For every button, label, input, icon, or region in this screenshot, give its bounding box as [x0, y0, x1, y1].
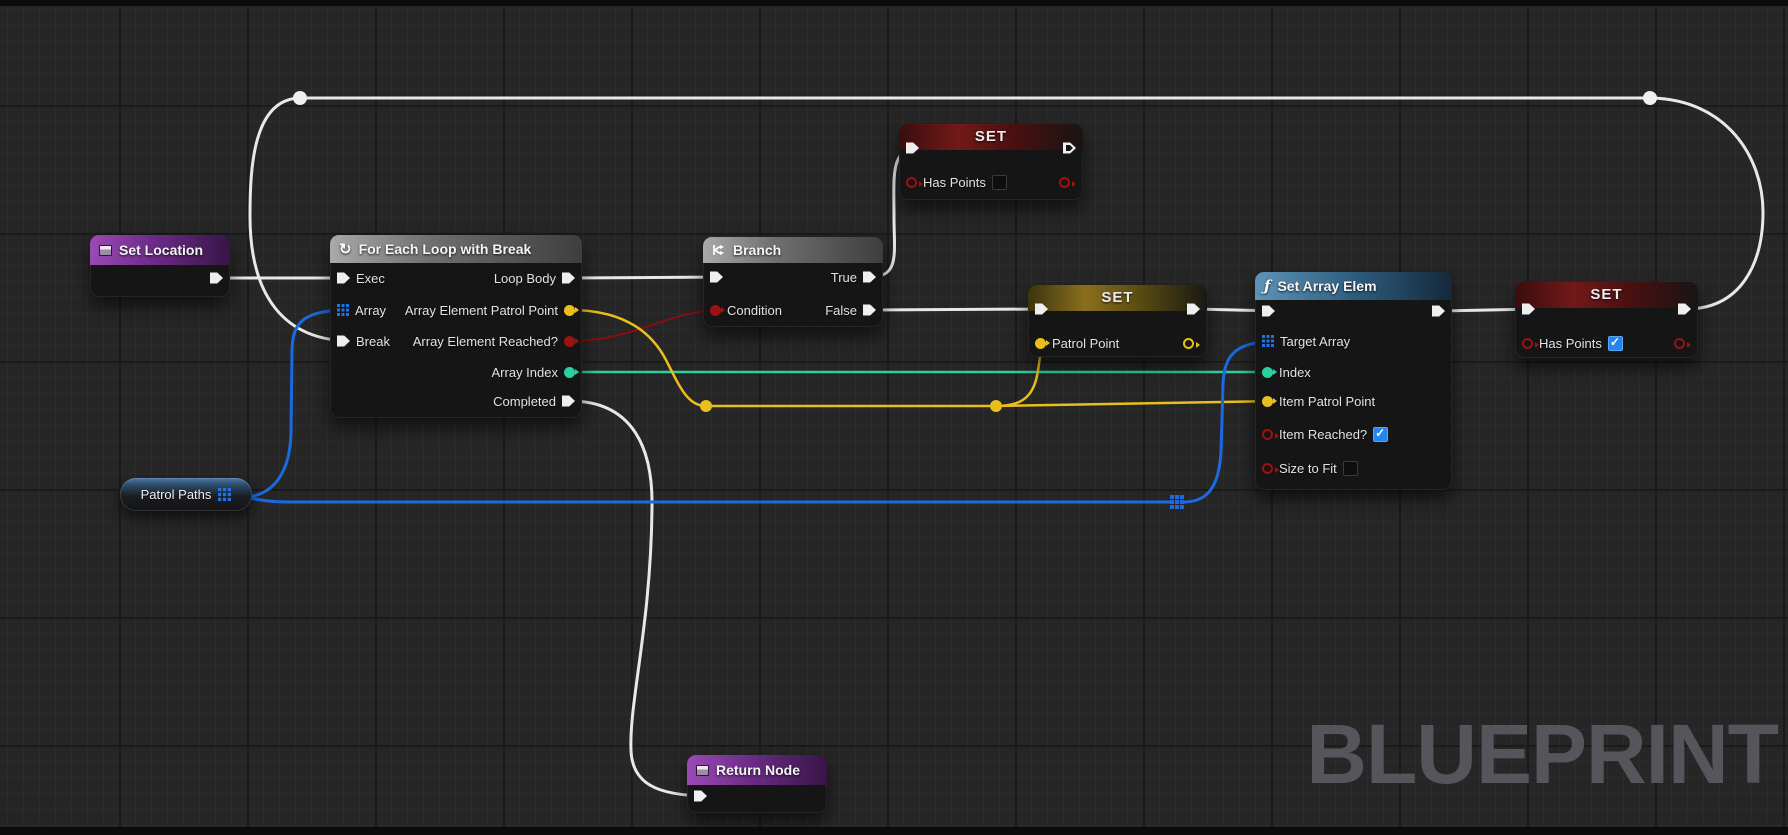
- has-points-pin[interactable]: [1522, 337, 1539, 349]
- node-return[interactable]: Return Node: [687, 755, 827, 813]
- pin-label: True: [830, 269, 857, 285]
- pin-label: Array Element Patrol Point: [404, 302, 558, 318]
- index-pin[interactable]: [1262, 366, 1277, 378]
- exec-out-pin[interactable]: [1678, 303, 1691, 315]
- exec-out-pin[interactable]: [1063, 142, 1076, 154]
- node-title: Set Array Elem: [1277, 278, 1377, 294]
- array-index-out-pin[interactable]: [564, 366, 579, 378]
- pin-label: Patrol Point: [1052, 335, 1120, 351]
- wire-exec-false-setmid[interactable]: [870, 307, 1051, 312]
- has-points-out-pin[interactable]: [1059, 176, 1076, 188]
- pin-label: Target Array: [1280, 333, 1351, 349]
- exec-out-pin[interactable]: [1432, 305, 1445, 317]
- pin-label: Condition: [727, 302, 782, 318]
- true-out-pin[interactable]: [863, 271, 876, 283]
- item-patrol-point-pin[interactable]: [1262, 395, 1277, 407]
- has-points-out-pin[interactable]: [1674, 337, 1691, 349]
- has-points-checkbox[interactable]: [991, 174, 1007, 190]
- exec-in-pin[interactable]: [1522, 303, 1535, 315]
- pin-label: Break: [356, 333, 390, 349]
- branch-icon: [713, 245, 724, 255]
- pin-label: Size to Fit: [1279, 460, 1337, 476]
- wire-array-patrolpaths-foreach[interactable]: [245, 308, 353, 499]
- pin-label: Exec: [356, 270, 385, 286]
- pin-label: Array: [355, 302, 387, 318]
- exec-in-pin[interactable]: [906, 142, 919, 154]
- node-branch[interactable]: Branch Condition True False: [703, 237, 883, 327]
- wire-exec-reroute-break[interactable]: [248, 96, 353, 343]
- node-title: For Each Loop with Break: [358, 241, 532, 257]
- pin-label: Index: [1279, 364, 1311, 380]
- reroute-node-object-1[interactable]: [700, 400, 712, 412]
- node-set-has-points-right[interactable]: SET Has Points: [1515, 282, 1698, 358]
- pin-label: Item Patrol Point: [1279, 393, 1376, 409]
- reroute-node-exec-right[interactable]: [1643, 91, 1657, 105]
- reroute-node-array[interactable]: [1170, 495, 1184, 509]
- wire-object-reroute2-itempatrolpoint[interactable]: [995, 399, 1278, 408]
- reroute-node-exec-left[interactable]: [293, 91, 307, 105]
- pin-label: Array Element Reached?: [412, 333, 558, 349]
- size-to-fit-pin[interactable]: [1262, 462, 1279, 474]
- false-out-pin[interactable]: [863, 304, 876, 316]
- wire-object-element-reroute1[interactable]: [569, 308, 996, 408]
- wire-exec-loopbody-branch[interactable]: [569, 275, 726, 280]
- pin-label: Has Points: [923, 174, 986, 190]
- item-reached-pin[interactable]: [1262, 428, 1279, 440]
- pin-label: Item Reached?: [1279, 426, 1368, 442]
- break-in-pin[interactable]: [337, 335, 350, 347]
- array-element-reached-out-pin[interactable]: [564, 335, 579, 347]
- exec-out-pin[interactable]: [210, 272, 223, 284]
- node-set-has-points-top[interactable]: SET Has Points: [899, 124, 1083, 200]
- array-pin[interactable]: [337, 304, 349, 316]
- exec-in-pin[interactable]: [1035, 303, 1048, 315]
- loop-body-out-pin[interactable]: [562, 272, 575, 284]
- patrol-point-out-pin[interactable]: [1183, 337, 1200, 349]
- pin-label: False: [825, 302, 857, 318]
- window-icon: [99, 244, 112, 256]
- node-set-array-elem[interactable]: ƒ Set Array Elem Target Array Index Item…: [1255, 272, 1452, 490]
- reroute-node-object-2[interactable]: [990, 400, 1002, 412]
- function-icon: ƒ: [1264, 277, 1271, 295]
- loop-icon: ↻: [339, 240, 352, 258]
- has-points-checkbox[interactable]: [1607, 335, 1623, 351]
- wire-array-reroute-targetarray[interactable]: [1183, 339, 1278, 504]
- pin-label: Completed: [493, 393, 556, 409]
- node-patrol-paths[interactable]: Patrol Paths: [120, 478, 252, 511]
- size-to-fit-checkbox[interactable]: [1342, 460, 1358, 476]
- node-title: SET: [1590, 286, 1623, 303]
- target-array-pin[interactable]: [1262, 335, 1274, 347]
- pin-label: Loop Body: [493, 270, 556, 286]
- exec-in-pin[interactable]: [337, 272, 350, 284]
- window-icon: [696, 764, 709, 776]
- item-reached-checkbox[interactable]: [1373, 426, 1389, 442]
- wire-exec-setright-reroute[interactable]: [1649, 96, 1765, 311]
- node-for-each-loop-with-break[interactable]: ↻ For Each Loop with Break Exec Array Br…: [330, 235, 582, 418]
- viewport-edge-bottom: [0, 827, 1788, 835]
- node-title: SET: [974, 128, 1008, 145]
- condition-pin[interactable]: [710, 304, 725, 316]
- node-set-location[interactable]: Set Location: [90, 235, 230, 297]
- wire-exec-completed-return[interactable]: [569, 399, 710, 798]
- viewport-edge-top: [0, 0, 1788, 6]
- exec-in-pin[interactable]: [694, 790, 707, 802]
- exec-out-pin[interactable]: [1187, 303, 1200, 315]
- node-title: SET: [1101, 289, 1134, 306]
- node-title: Set Location: [119, 242, 204, 258]
- exec-in-pin[interactable]: [710, 271, 723, 283]
- patrol-point-pin[interactable]: [1035, 337, 1050, 349]
- array-element-out-pin[interactable]: [564, 304, 579, 316]
- completed-out-pin[interactable]: [562, 395, 575, 407]
- pin-label: Array Index: [491, 364, 558, 380]
- has-points-pin[interactable]: [906, 176, 923, 188]
- array-out-pin[interactable]: [218, 488, 232, 501]
- node-title: Patrol Paths: [140, 487, 212, 502]
- node-title: Return Node: [716, 762, 800, 778]
- pin-label: Has Points: [1539, 335, 1602, 351]
- blueprint-watermark: BLUEPRINT: [1306, 707, 1779, 801]
- exec-in-pin[interactable]: [1262, 305, 1275, 317]
- node-set-patrol-point[interactable]: SET Patrol Point: [1028, 285, 1207, 357]
- wire-array-patrolpaths-horizontal[interactable]: [245, 495, 1170, 504]
- node-title: Branch: [733, 242, 782, 258]
